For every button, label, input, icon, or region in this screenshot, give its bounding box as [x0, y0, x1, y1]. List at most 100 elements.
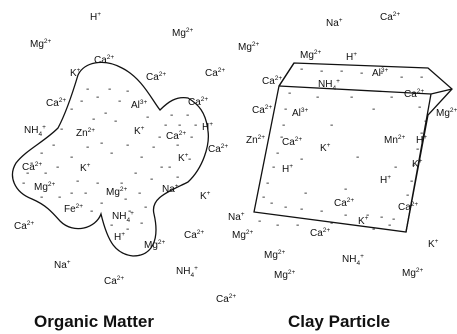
- ion-mg-tl: Mg2+: [30, 38, 52, 50]
- negative-charge-mark: -: [258, 216, 261, 227]
- ion-k-om4: K+: [80, 162, 91, 174]
- negative-charge-mark: -: [152, 142, 155, 153]
- negative-charge-mark: -: [126, 86, 129, 97]
- ion-ca-cp7: Ca2+: [310, 227, 330, 239]
- negative-charge-mark: -: [350, 92, 353, 103]
- negative-charge-mark: -: [90, 206, 93, 217]
- ion-ca-om4: Ca2+: [166, 130, 186, 142]
- negative-charge-mark: -: [178, 120, 181, 131]
- negative-charge-mark: -: [276, 220, 279, 231]
- negative-charge-mark: -: [418, 102, 421, 113]
- ion-fe-om: Fe2+: [64, 203, 83, 215]
- negative-charge-mark: -: [96, 92, 99, 103]
- negative-charge-mark: -: [406, 190, 409, 201]
- negative-charge-mark: -: [168, 162, 171, 173]
- ion-h-cp1: H+: [346, 51, 357, 63]
- ion-h-cp4: H+: [380, 174, 391, 186]
- negative-charge-mark: -: [300, 154, 303, 165]
- ion-ca-om3: Ca2+: [188, 96, 208, 108]
- negative-charge-mark: -: [52, 140, 55, 151]
- negative-charge-mark: -: [272, 162, 275, 173]
- negative-charge-mark: -: [176, 172, 179, 183]
- negative-charge-mark: -: [140, 218, 143, 229]
- negative-charge-mark: -: [86, 84, 89, 95]
- negative-charge-mark: -: [282, 120, 285, 131]
- negative-charge-mark: -: [84, 188, 87, 199]
- ion-na-om: Na+: [162, 183, 179, 195]
- ion-ca-om2: Ca2+: [146, 71, 166, 83]
- negative-charge-mark: -: [410, 176, 413, 187]
- negative-charge-mark: -: [158, 132, 161, 143]
- negative-charge-mark: -: [394, 162, 397, 173]
- clay-particle-outline: [253, 62, 453, 233]
- negative-charge-mark: -: [420, 72, 423, 83]
- negative-charge-mark: -: [288, 88, 291, 99]
- negative-charge-mark: -: [164, 120, 167, 131]
- negative-charge-mark: -: [194, 120, 197, 131]
- ion-ca-b1: Ca2+: [184, 229, 204, 241]
- negative-charge-mark: -: [270, 198, 273, 209]
- negative-charge-mark: -: [276, 148, 279, 159]
- ion-h-om: H+: [202, 121, 213, 133]
- ion-k-mid: K+: [200, 190, 211, 202]
- negative-charge-mark: -: [120, 178, 123, 189]
- negative-charge-mark: -: [60, 124, 63, 135]
- ion-ca-om5: Ca2+: [208, 143, 228, 155]
- ion-ca-l1: Ca2+: [46, 97, 66, 109]
- negative-charge-mark: -: [110, 148, 113, 159]
- negative-charge-mark: -: [118, 96, 121, 107]
- ion-al-cp2: Al3+: [292, 107, 309, 119]
- negative-charge-mark: -: [400, 72, 403, 83]
- negative-charge-mark: -: [126, 224, 129, 235]
- negative-charge-mark: -: [70, 152, 73, 163]
- negative-charge-mark: -: [76, 176, 79, 187]
- caption-clay-particle: Clay Particle: [288, 312, 390, 331]
- negative-charge-mark: -: [412, 160, 415, 171]
- ion-ca-om1: Ca2+: [94, 54, 114, 66]
- negative-charge-mark: -: [388, 220, 391, 231]
- negative-charge-mark: -: [144, 202, 147, 213]
- ion-k-cp1: K+: [320, 142, 331, 154]
- negative-charge-mark: -: [70, 104, 73, 115]
- ion-nh4-om: NH4+: [112, 210, 134, 224]
- ions: H+ Mg2+ Mg2+ Ca2+ K+ Ca2+ Ca2+ Ca2+ Al3+…: [14, 11, 457, 305]
- negative-charge-mark: -: [124, 194, 127, 205]
- negative-charge-mark: -: [284, 104, 287, 115]
- ion-mg-om2: Mg2+: [106, 186, 128, 198]
- ion-mg-cp3: Mg2+: [436, 107, 457, 119]
- caption-organic-matter: Organic Matter: [34, 312, 154, 331]
- ion-ca-cp1: Ca2+: [262, 75, 282, 87]
- negative-charge-mark: -: [316, 92, 319, 103]
- ion-mg-om3: Mg2+: [144, 239, 166, 251]
- ion-mn-cp: Mn2+: [384, 134, 406, 146]
- ion-k-om1: K+: [70, 67, 81, 79]
- ion-al-om: Al3+: [131, 99, 148, 111]
- negative-charge-mark: -: [134, 168, 137, 179]
- negative-charge-mark: -: [372, 224, 375, 235]
- ion-k-cp3: K+: [358, 215, 369, 227]
- negative-charge-mark: -: [86, 142, 89, 153]
- ion-ca-mid: Ca2+: [205, 67, 225, 79]
- negative-charge-mark: -: [56, 162, 59, 173]
- negative-charge-mark: -: [320, 206, 323, 217]
- negative-charge-mark: -: [420, 128, 423, 139]
- ion-ca-cp4: Ca2+: [282, 136, 302, 148]
- ion-k-br: K+: [428, 238, 439, 250]
- ion-mg-cp2: Mg2+: [300, 49, 322, 61]
- ion-ca-l2: Ca2+: [14, 220, 34, 232]
- ion-ca-om6: Ca2+: [22, 161, 42, 173]
- negative-charge-mark: -: [40, 148, 43, 159]
- ion-zn-cp: Zn2+: [246, 134, 265, 146]
- negative-charge-mark: -: [372, 104, 375, 115]
- negative-charge-mark: -: [416, 144, 419, 155]
- ion-zn-om: Zn2+: [76, 127, 95, 139]
- ion-nh4-l: NH4+: [24, 124, 46, 138]
- ion-mg-tm: Mg2+: [172, 27, 194, 39]
- negative-charge-mark: -: [296, 220, 299, 231]
- negative-charge-mark: -: [140, 152, 143, 163]
- negative-charge-mark: -: [40, 192, 43, 203]
- ion-ca-cp3: Ca2+: [252, 104, 272, 116]
- ion-ca-tr: Ca2+: [380, 11, 400, 23]
- ion-na-b: Na+: [54, 259, 71, 271]
